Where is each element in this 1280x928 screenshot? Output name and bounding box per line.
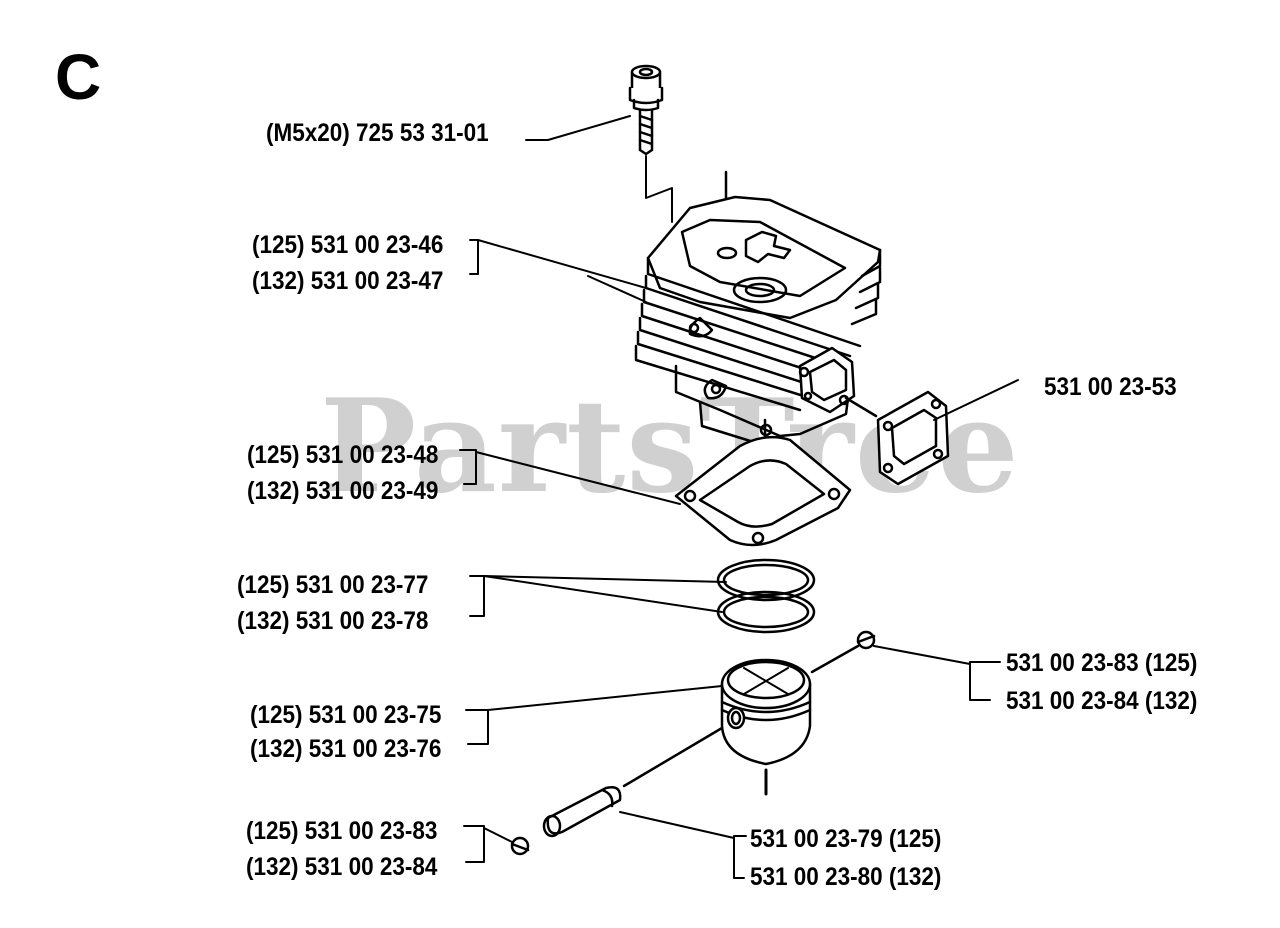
right-circlip-label-132: 531 00 23-84 (132) [1006, 687, 1198, 715]
piston-pin-label-125: 531 00 23-79 (125) [750, 825, 942, 853]
base-gasket-label-132: (132) 531 00 23-49 [247, 477, 439, 505]
piston-part [720, 658, 812, 766]
piston-rings-part [716, 558, 816, 634]
section-letter: C [55, 41, 102, 113]
right-circlip-part [856, 630, 876, 650]
cylinder-label-125: (125) 531 00 23-46 [252, 231, 444, 259]
left-circlip-label-132: (132) 531 00 23-84 [246, 853, 438, 881]
cylinder-label-132: (132) 531 00 23-47 [252, 267, 444, 295]
left-circlip-label-125: (125) 531 00 23-83 [246, 817, 438, 845]
piston-rings-label-125: (125) 531 00 23-77 [237, 571, 429, 599]
cylinder-part [634, 195, 882, 446]
piston-pin-part [542, 786, 622, 838]
piston-pin-label-132: 531 00 23-80 (132) [750, 863, 942, 891]
bolt-label: (M5x20) 725 53 31-01 [266, 119, 489, 147]
exhaust-gasket-label: 531 00 23-53 [1044, 373, 1177, 401]
piston-rings-label-132: (132) 531 00 23-78 [237, 607, 429, 635]
base-gasket-part [674, 423, 852, 547]
left-circlip-part [510, 836, 530, 856]
piston-label-125: (125) 531 00 23-75 [250, 701, 442, 729]
exhaust-gasket-part [876, 390, 950, 486]
bolt-part [628, 64, 664, 156]
piston-label-132: (132) 531 00 23-76 [250, 735, 442, 763]
right-circlip-label-125: 531 00 23-83 (125) [1006, 649, 1198, 677]
base-gasket-label-125: (125) 531 00 23-48 [247, 441, 439, 469]
